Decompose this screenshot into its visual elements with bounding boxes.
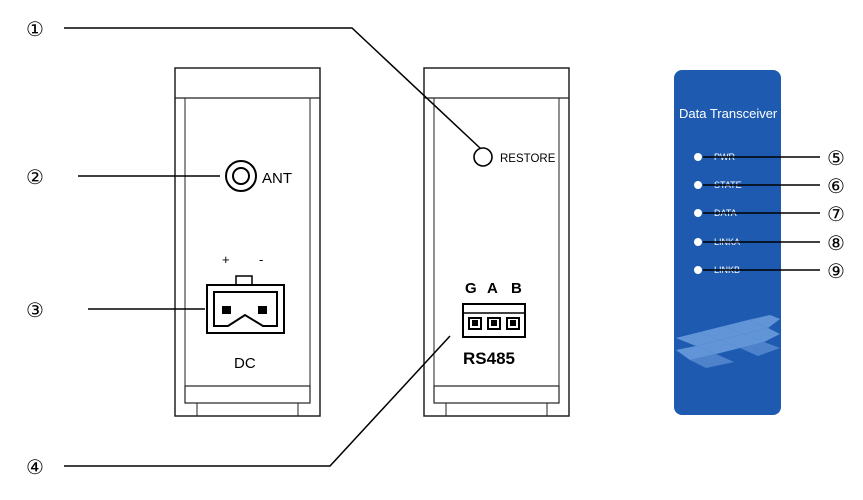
left-module-bottom-clip xyxy=(184,385,311,404)
middle-module: RESTORE G A B RS485 xyxy=(423,67,570,417)
callout-6: ⑥ xyxy=(827,174,845,198)
dc-label: DC xyxy=(234,355,256,372)
restore-button-icon xyxy=(473,147,493,167)
rs485-pin-a-core xyxy=(491,320,497,326)
rs485-pin-b-core xyxy=(510,320,516,326)
callout-8: ⑧ xyxy=(827,231,845,255)
front-panel-title: Data Transceiver xyxy=(679,106,778,121)
callout-4: ④ xyxy=(26,455,44,479)
callout-1: ① xyxy=(26,17,44,41)
antenna-connector-inner-icon xyxy=(232,167,250,185)
led-data-icon xyxy=(694,209,702,217)
callout-5: ⑤ xyxy=(827,146,845,170)
left-module: ANT + - DC xyxy=(174,67,321,417)
ant-label: ANT xyxy=(262,170,292,187)
rs485-label: RS485 xyxy=(463,349,515,368)
left-module-body xyxy=(174,67,321,417)
rs485-a-label: A xyxy=(487,280,498,297)
dc-pin-plus xyxy=(222,306,231,314)
led-pwr-icon xyxy=(694,153,702,161)
callout-9: ⑨ xyxy=(827,259,845,283)
dc-terminal-key xyxy=(235,275,253,286)
middle-module-body xyxy=(423,67,570,417)
callout-lines xyxy=(64,27,820,467)
middle-module-bottom-clip xyxy=(433,385,560,404)
callout-7: ⑦ xyxy=(827,202,845,226)
led-linka-icon xyxy=(694,238,702,246)
dc-minus-label: - xyxy=(259,252,263,267)
dc-pin-minus xyxy=(258,306,267,314)
callout-3: ③ xyxy=(26,298,44,322)
dc-terminal-housing xyxy=(213,291,278,327)
rs485-pin-g-core xyxy=(472,320,478,326)
restore-label: RESTORE xyxy=(500,153,556,165)
rs485-g-label: G xyxy=(465,280,477,297)
dc-plus-label: + xyxy=(222,252,230,267)
callout-line-4 xyxy=(64,335,451,467)
led-linkb-icon xyxy=(694,266,702,274)
callout-2: ② xyxy=(26,165,44,189)
callout-line-1 xyxy=(64,27,481,149)
rs485-b-label: B xyxy=(511,280,522,297)
panel-tile-pattern xyxy=(676,315,780,368)
led-state-icon xyxy=(694,181,702,189)
